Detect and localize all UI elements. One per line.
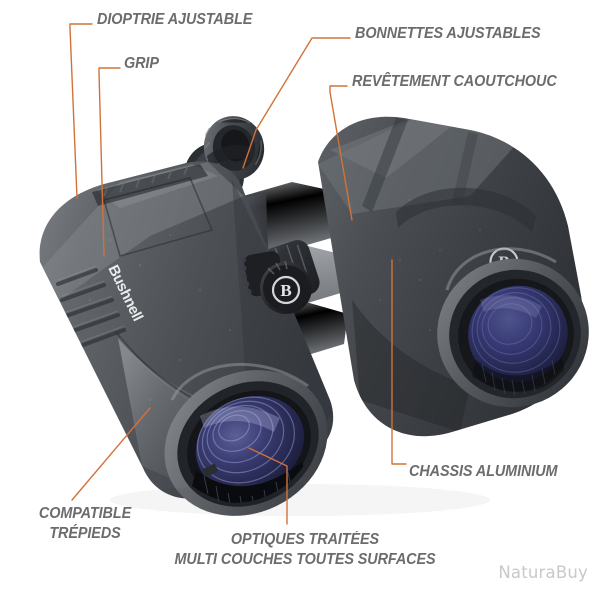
naturabuy-watermark: NaturaBuy: [498, 563, 588, 582]
callout-optiques-line-0: OPTIQUES TRAITÉES: [230, 531, 380, 548]
focus-knob: B: [240, 251, 312, 314]
callout-dioptrie: DIOPTRIE AJUSTABLE: [97, 10, 252, 30]
callout-grip-line-0: GRIP: [124, 55, 159, 72]
callout-bonnettes: BONNETTES AJUSTABLES: [355, 24, 541, 44]
callout-grip: GRIP: [124, 54, 159, 74]
callout-optiques-line-1: MULTI COUCHES TOUTES SURFACES: [174, 550, 436, 568]
logo-letter-knob: B: [280, 281, 291, 300]
bushnell-logo-knob: B: [271, 275, 301, 305]
callout-revetement-line-0: REVÊTEMENT CAOUTCHOUC: [352, 73, 557, 90]
callout-revetement: REVÊTEMENT CAOUTCHOUC: [352, 72, 557, 92]
callout-compatible-trepieds: COMPATIBLE TRÉPIEDS: [6, 504, 164, 544]
callout-bonnettes-line-0: BONNETTES AJUSTABLES: [355, 25, 541, 42]
callout-chassis-line-0: CHASSIS ALUMINIUM: [409, 463, 558, 480]
callout-trepieds-line-1: TRÉPIEDS: [49, 524, 121, 542]
callout-chassis: CHASSIS ALUMINIUM: [409, 462, 558, 482]
callout-dioptrie-line-0: DIOPTRIE AJUSTABLE: [97, 11, 253, 28]
right-objective-lens: [468, 285, 568, 397]
callout-trepieds-line-0: COMPATIBLE: [38, 505, 132, 522]
right-barrel: B: [318, 116, 589, 437]
callout-optiques: OPTIQUES TRAITÉES MULTI COUCHES TOUTES S…: [155, 530, 454, 570]
